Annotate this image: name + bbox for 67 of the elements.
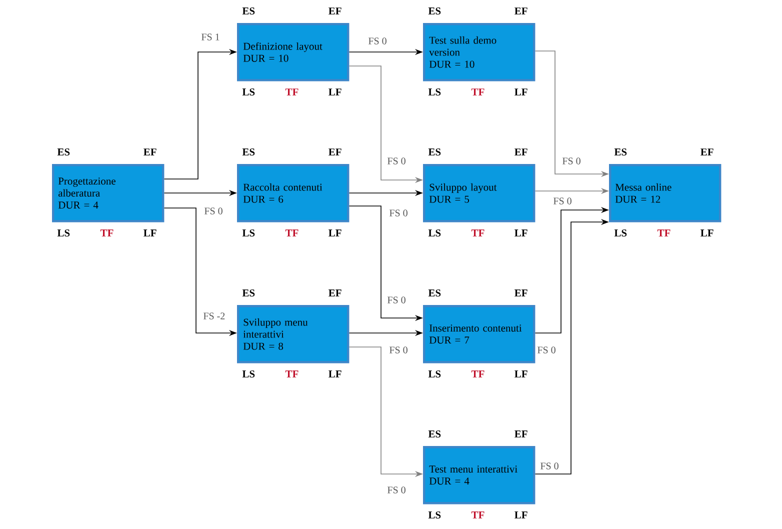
field-label: LF — [328, 230, 342, 236]
edge-label: FS 0 — [387, 486, 406, 494]
field-label: EF — [700, 148, 714, 156]
field-label: LF — [514, 88, 528, 96]
field-label: EF — [328, 8, 342, 14]
field-label: TF — [471, 512, 484, 518]
edge-label: FS -2 — [204, 312, 225, 320]
field-label: ES — [428, 430, 441, 438]
field-label: LS — [428, 88, 441, 96]
field-label: LF — [328, 88, 342, 96]
field-label: LS — [614, 229, 627, 237]
edge-label: FS 0 — [389, 346, 408, 354]
field-label: ES — [57, 148, 70, 156]
field-label: LS — [242, 229, 255, 237]
field-label: LF — [514, 512, 528, 518]
field-label: EF — [144, 148, 156, 156]
field-label: LF — [514, 370, 528, 378]
field-label: TF — [471, 370, 484, 378]
field-label: TF — [285, 370, 298, 378]
field-label: ES — [428, 148, 441, 156]
activity-box: Progettazione alberatura DUR = 4 — [52, 164, 164, 222]
field-label: LS — [428, 370, 441, 378]
edge-label: FS 0 — [562, 158, 580, 164]
field-label: ES — [242, 7, 255, 15]
field-label: ES — [428, 7, 441, 15]
edge-label: FS 1 — [202, 34, 220, 40]
activity-box: Definizione layout DUR = 10 — [237, 23, 350, 82]
field-label: LF — [144, 230, 156, 236]
field-label: ES — [428, 289, 441, 297]
field-label: ES — [242, 289, 255, 297]
edge-label: FS 0 — [387, 296, 406, 304]
activity-box: Messa online DUR = 12 — [609, 164, 722, 222]
edge-label: FS 0 — [540, 462, 558, 470]
field-label: LF — [328, 370, 342, 378]
field-label: EF — [328, 148, 342, 156]
field-label: EF — [514, 148, 528, 156]
field-label: TF — [657, 230, 670, 236]
field-label: LS — [428, 511, 441, 519]
edge-label: FS 0 — [204, 208, 222, 214]
field-label: LF — [700, 230, 714, 236]
edge-label: FS 0 — [389, 210, 408, 216]
activity-box: Inserimento contenuti DUR = 7 — [423, 305, 536, 364]
edge-label: FS 0 — [368, 38, 386, 44]
field-label: LF — [514, 230, 528, 236]
edge-label: FS 0 — [387, 158, 406, 164]
field-label: EF — [514, 430, 528, 438]
field-label: LS — [428, 229, 441, 237]
activity-box: Sviluppo layout DUR = 5 — [423, 164, 536, 222]
field-label: TF — [100, 230, 114, 236]
field-label: TF — [471, 88, 484, 96]
field-label: LS — [57, 229, 70, 237]
field-label: TF — [471, 230, 484, 236]
field-label: TF — [285, 88, 298, 96]
activity-box: Raccolta contenuti DUR = 6 — [237, 164, 350, 222]
field-label: EF — [328, 290, 342, 296]
field-label: LS — [242, 370, 255, 378]
field-label: ES — [614, 148, 627, 156]
activity-box: Test sulla demo version DUR = 10 — [423, 23, 536, 82]
field-label: EF — [514, 290, 528, 296]
activity-box: Test menu interattivi DUR = 4 — [423, 446, 536, 504]
edge-label: FS 0 — [553, 198, 572, 204]
field-label: TF — [285, 230, 298, 236]
field-label: ES — [242, 148, 255, 156]
activity-box: Sviluppo menu interattivi DUR = 8 — [237, 305, 350, 364]
field-label: LS — [242, 88, 255, 96]
field-label: EF — [514, 8, 528, 14]
edge-label: FS 0 — [537, 346, 556, 354]
